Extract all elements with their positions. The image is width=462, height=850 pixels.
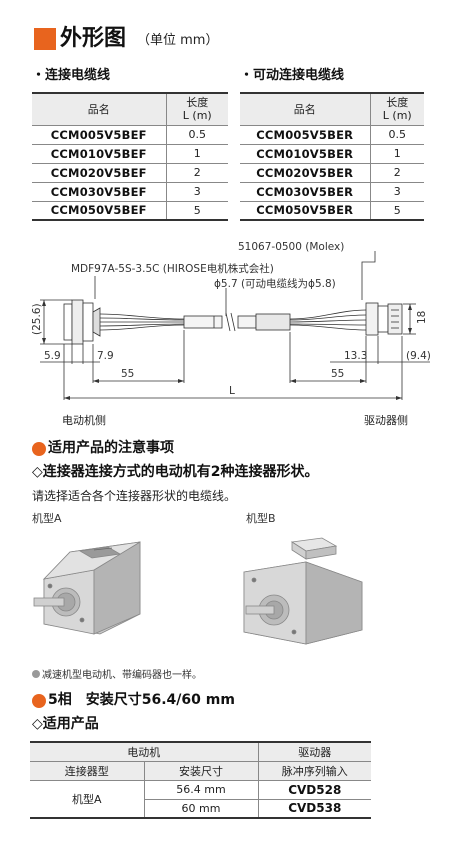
- cable-dimension-drawing: [40, 251, 430, 400]
- applicable-products-table: 电动机 驱动器 连接器型 安装尺寸 脉冲序列输入 机型A 56.4 mm CVD…: [30, 741, 371, 819]
- notes-line2: 请选择适合各个连接器形状的电缆线。: [32, 489, 237, 503]
- dim-55-left: 55: [121, 368, 135, 380]
- page-title-unit: （单位 mm）: [137, 33, 219, 48]
- column-header-pulse-input: 脉冲序列输入: [257, 761, 371, 781]
- column-header-name: 品名: [240, 92, 370, 126]
- dim-55-right: 55: [331, 368, 345, 380]
- table-heading-flexible-cable: ・可动连接电缆线: [240, 68, 345, 83]
- dim-length-l: L: [229, 385, 235, 397]
- dim-5-9: 5.9: [44, 350, 61, 362]
- motor-type-a-image: [33, 541, 141, 635]
- connector-type-cell: 机型A: [30, 780, 144, 819]
- table-row: 机型A 56.4 mm CVD528: [30, 780, 371, 819]
- dim-9-4: (9.4): [406, 350, 431, 362]
- label-hirose-connector: MDF97A-5S-3.5C (HIROSE电机株式会社): [71, 263, 274, 275]
- notes-line1: ◇连接器连接方式的电动机有2种连接器形状。: [32, 464, 319, 480]
- label-motor-side: 电动机侧: [62, 414, 106, 427]
- dim-13-3: 13.3: [344, 350, 368, 362]
- label-cable-diameter: ϕ5.7 (可动电缆线为ϕ5.8): [214, 278, 336, 290]
- table-row: 60 mm CVD538: [30, 799, 371, 819]
- motor-type-b-label: 机型B: [246, 512, 276, 525]
- title-marker: [34, 28, 56, 50]
- motor-type-b-image: [243, 537, 363, 645]
- dim-7-9: 7.9: [97, 350, 114, 362]
- column-header-motor: 电动机: [30, 741, 258, 762]
- label-driver-side: 驱动器侧: [364, 414, 408, 427]
- column-header-connector: 连接器型: [30, 761, 144, 781]
- page-title: 外形图: [60, 26, 127, 51]
- section-dot: [32, 442, 46, 456]
- notes-title: 适用产品的注意事项: [48, 440, 174, 456]
- bullet-icon: [32, 670, 40, 678]
- column-header-mount-size: 安装尺寸: [143, 761, 258, 781]
- motor-type-a-label: 机型A: [32, 512, 62, 525]
- product-subtitle: ◇适用产品: [32, 716, 99, 732]
- table-heading-connection-cable: ・连接电缆线: [32, 68, 111, 83]
- section-dot: [32, 694, 46, 708]
- column-header-driver: 驱动器: [257, 741, 371, 762]
- label-molex-connector: 51067-0500 (Molex): [238, 241, 345, 253]
- footnote: 减速机型电动机、带编码器也一样。: [32, 670, 202, 682]
- dim-25-6: (25.6): [31, 303, 43, 335]
- product-title: 5相 安装尺寸56.4/60 mm: [48, 692, 235, 708]
- dim-18: 18: [416, 310, 428, 324]
- column-header-name: 品名: [32, 92, 166, 126]
